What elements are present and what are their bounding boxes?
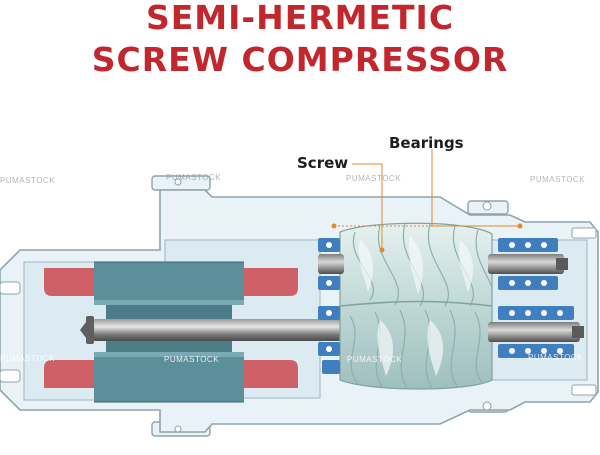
- watermark: PUMASTOCK: [530, 175, 586, 184]
- watermark: PUMASTOCK: [0, 354, 56, 363]
- watermark: PUMASTOCK: [166, 173, 222, 182]
- screw-rotor: [339, 222, 493, 390]
- title-line-1: SEMI-HERMETIC: [145, 0, 455, 37]
- motor-stator: [94, 261, 244, 403]
- callout-leaders: [331, 149, 523, 253]
- watermark: PUMASTOCK: [346, 174, 402, 183]
- screw-callout-label: Screw: [297, 154, 349, 172]
- bearings-callout-label: Bearings: [389, 134, 464, 152]
- watermark: PUMASTOCK: [164, 355, 220, 364]
- rotor-shafts: [318, 254, 584, 342]
- drive-shaft: [80, 316, 350, 344]
- watermark: PUMASTOCK: [528, 353, 584, 362]
- watermark: PUMASTOCK: [0, 176, 56, 185]
- title-line-2: SCREW COMPRESSOR: [91, 40, 509, 79]
- watermark: PUMASTOCK: [347, 355, 403, 364]
- bearings: [318, 238, 574, 374]
